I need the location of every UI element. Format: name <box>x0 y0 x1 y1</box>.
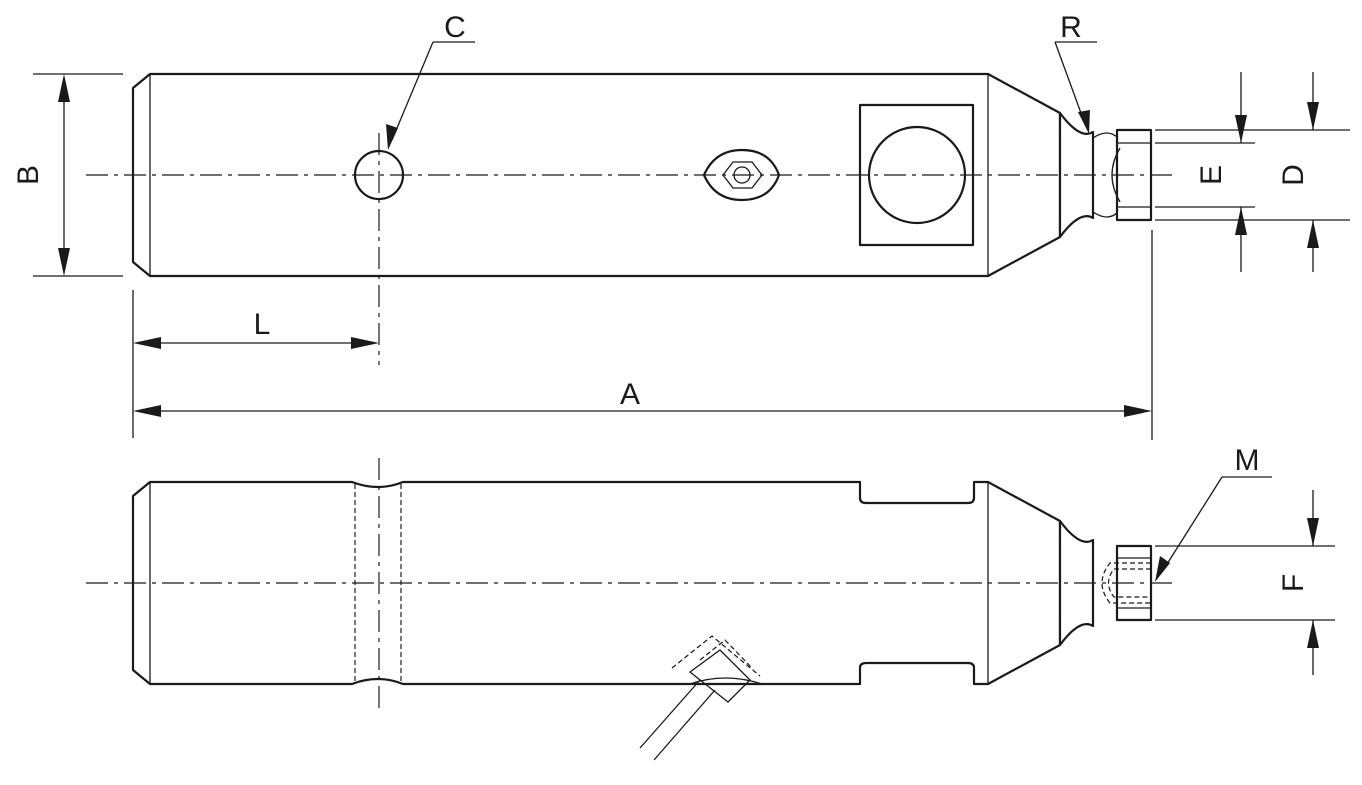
label-c: C <box>444 11 466 44</box>
dimension-e <box>1155 72 1255 272</box>
label-e: E <box>1195 165 1228 185</box>
dimension-c-leader <box>386 41 475 150</box>
dimension-b <box>33 73 123 277</box>
dimension-m-leader <box>1155 476 1272 582</box>
bottom-threaded-hole-inner <box>1107 568 1151 598</box>
label-f: F <box>1277 574 1310 592</box>
dimension-r-leader <box>1054 41 1097 134</box>
dimension-a <box>133 230 1153 440</box>
label-a: A <box>620 378 640 411</box>
label-b: B <box>12 165 45 185</box>
dimension-l <box>132 290 379 438</box>
top-view <box>86 72 1175 365</box>
dimension-d <box>1155 72 1350 272</box>
bottom-screw <box>639 635 763 761</box>
label-m: M <box>1235 444 1260 477</box>
bottom-threaded-hole <box>1101 562 1151 604</box>
bottom-view <box>86 458 1175 761</box>
dimension-f <box>1155 490 1335 675</box>
label-d: D <box>1277 164 1310 186</box>
label-l: L <box>254 308 271 341</box>
label-r: R <box>1060 11 1082 44</box>
